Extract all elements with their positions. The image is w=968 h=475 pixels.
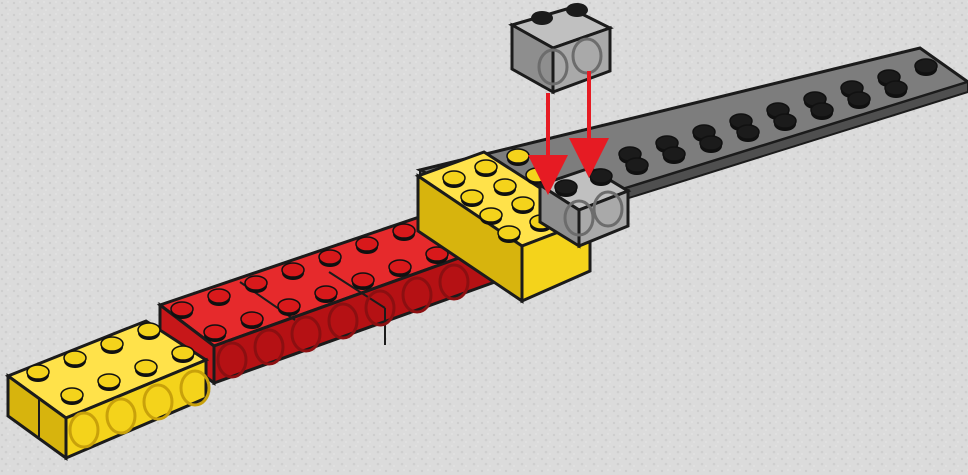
red-brick-stud — [356, 237, 378, 254]
gray-brick-stud — [555, 180, 577, 197]
yellow-brick-stud — [507, 149, 529, 166]
yellow-brick-stud — [135, 360, 157, 377]
red-brick-stud — [393, 224, 415, 241]
plate-stud — [848, 92, 870, 109]
yellow-brick-stud — [172, 346, 194, 363]
red-brick-stud — [204, 325, 226, 342]
yellow-brick-stud — [475, 160, 497, 177]
yellow-brick-stud — [494, 179, 516, 196]
yellow-brick-stud — [138, 323, 160, 340]
plate-stud — [811, 103, 833, 120]
yellow-brick-stud — [98, 374, 120, 391]
red-brick-stud — [315, 286, 337, 303]
red-brick-stud — [171, 302, 193, 319]
red-brick-stud — [241, 312, 263, 329]
yellow-brick-stud — [61, 388, 83, 405]
yellow-brick-stud — [498, 226, 520, 243]
yellow-brick-stud — [27, 365, 49, 382]
red-brick-stud — [352, 273, 374, 290]
plate-stud — [885, 81, 907, 98]
plate-stud — [663, 147, 685, 164]
red-brick-stud — [389, 260, 411, 277]
yellow-brick-stud — [64, 351, 86, 368]
plate-stud — [700, 136, 722, 153]
plate-stud — [737, 125, 759, 142]
plate-stud — [774, 114, 796, 131]
yellow-brick-stud — [461, 190, 483, 207]
yellow-brick-stud — [101, 337, 123, 354]
yellow-brick-stud — [512, 197, 534, 214]
red-brick-stud — [282, 263, 304, 280]
red-brick-stud — [319, 250, 341, 267]
red-brick-stud — [278, 299, 300, 316]
yellow-brick-stud — [443, 171, 465, 188]
plate-stud — [626, 158, 648, 175]
plate-stud — [915, 59, 937, 76]
yellow-brick-stud — [480, 208, 502, 225]
red-brick-stud — [245, 276, 267, 293]
gray-brick-stud — [590, 169, 612, 186]
red-brick-stud — [208, 289, 230, 306]
